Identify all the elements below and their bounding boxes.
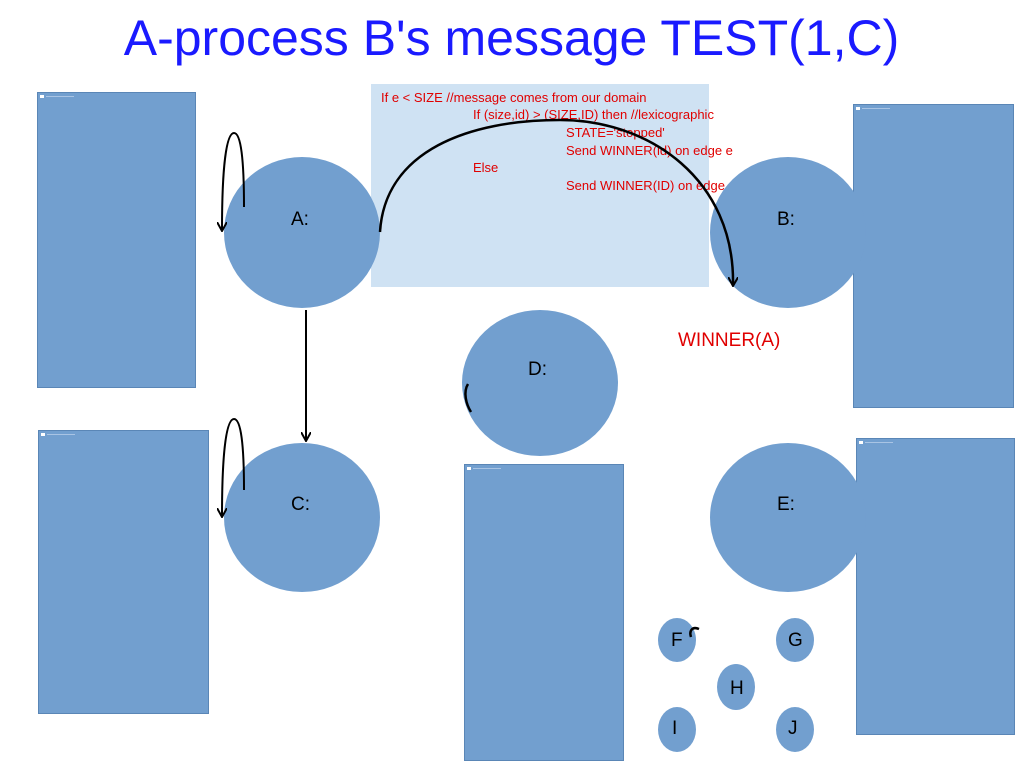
node-e <box>710 443 866 592</box>
node-e-label: E: <box>777 494 795 515</box>
side-panel-top-right <box>853 104 1014 408</box>
node-d <box>462 310 618 456</box>
side-panel-bottom-left <box>38 430 209 714</box>
node-a <box>224 157 380 308</box>
node-f <box>658 618 696 662</box>
node-h <box>717 664 755 710</box>
node-j <box>776 707 814 752</box>
node-c <box>224 443 380 592</box>
side-panel-bottom-right <box>856 438 1015 735</box>
node-c-label: C: <box>291 494 310 515</box>
pseudocode-box <box>371 84 709 287</box>
slide-title: A-process B's message TEST(1,C) <box>123 10 900 66</box>
node-i-label: I <box>672 718 678 739</box>
node-i <box>658 707 696 752</box>
node-d-label: D: <box>528 359 547 380</box>
self-loop-a <box>222 131 245 230</box>
code-line-1: If e < SIZE //message comes from our dom… <box>381 90 647 105</box>
code-line-2: If (size,id) > (SIZE,ID) then //lexicogr… <box>473 107 714 122</box>
code-line-5: Else <box>473 160 499 175</box>
node-h-label: H <box>730 678 744 699</box>
side-panel-bottom-center <box>464 464 624 761</box>
node-j-label: J <box>788 718 798 739</box>
self-loop-c <box>222 417 245 516</box>
edge-a-to-b <box>378 118 733 285</box>
node-g-label: G <box>788 630 803 651</box>
edge-stub-f <box>689 626 700 638</box>
code-line-6: Send WINNER(ID) on edge e <box>566 178 736 193</box>
node-b-label: B: <box>777 209 795 230</box>
edge-stub-d <box>464 383 473 413</box>
node-a-label: A: <box>291 209 309 230</box>
node-g <box>776 618 814 662</box>
node-f-label: F <box>671 630 683 651</box>
side-panel-top-left <box>37 92 196 388</box>
message-label: WINNER(A) <box>678 330 781 351</box>
code-line-4: Send WINNER(id) on edge e <box>566 143 733 158</box>
